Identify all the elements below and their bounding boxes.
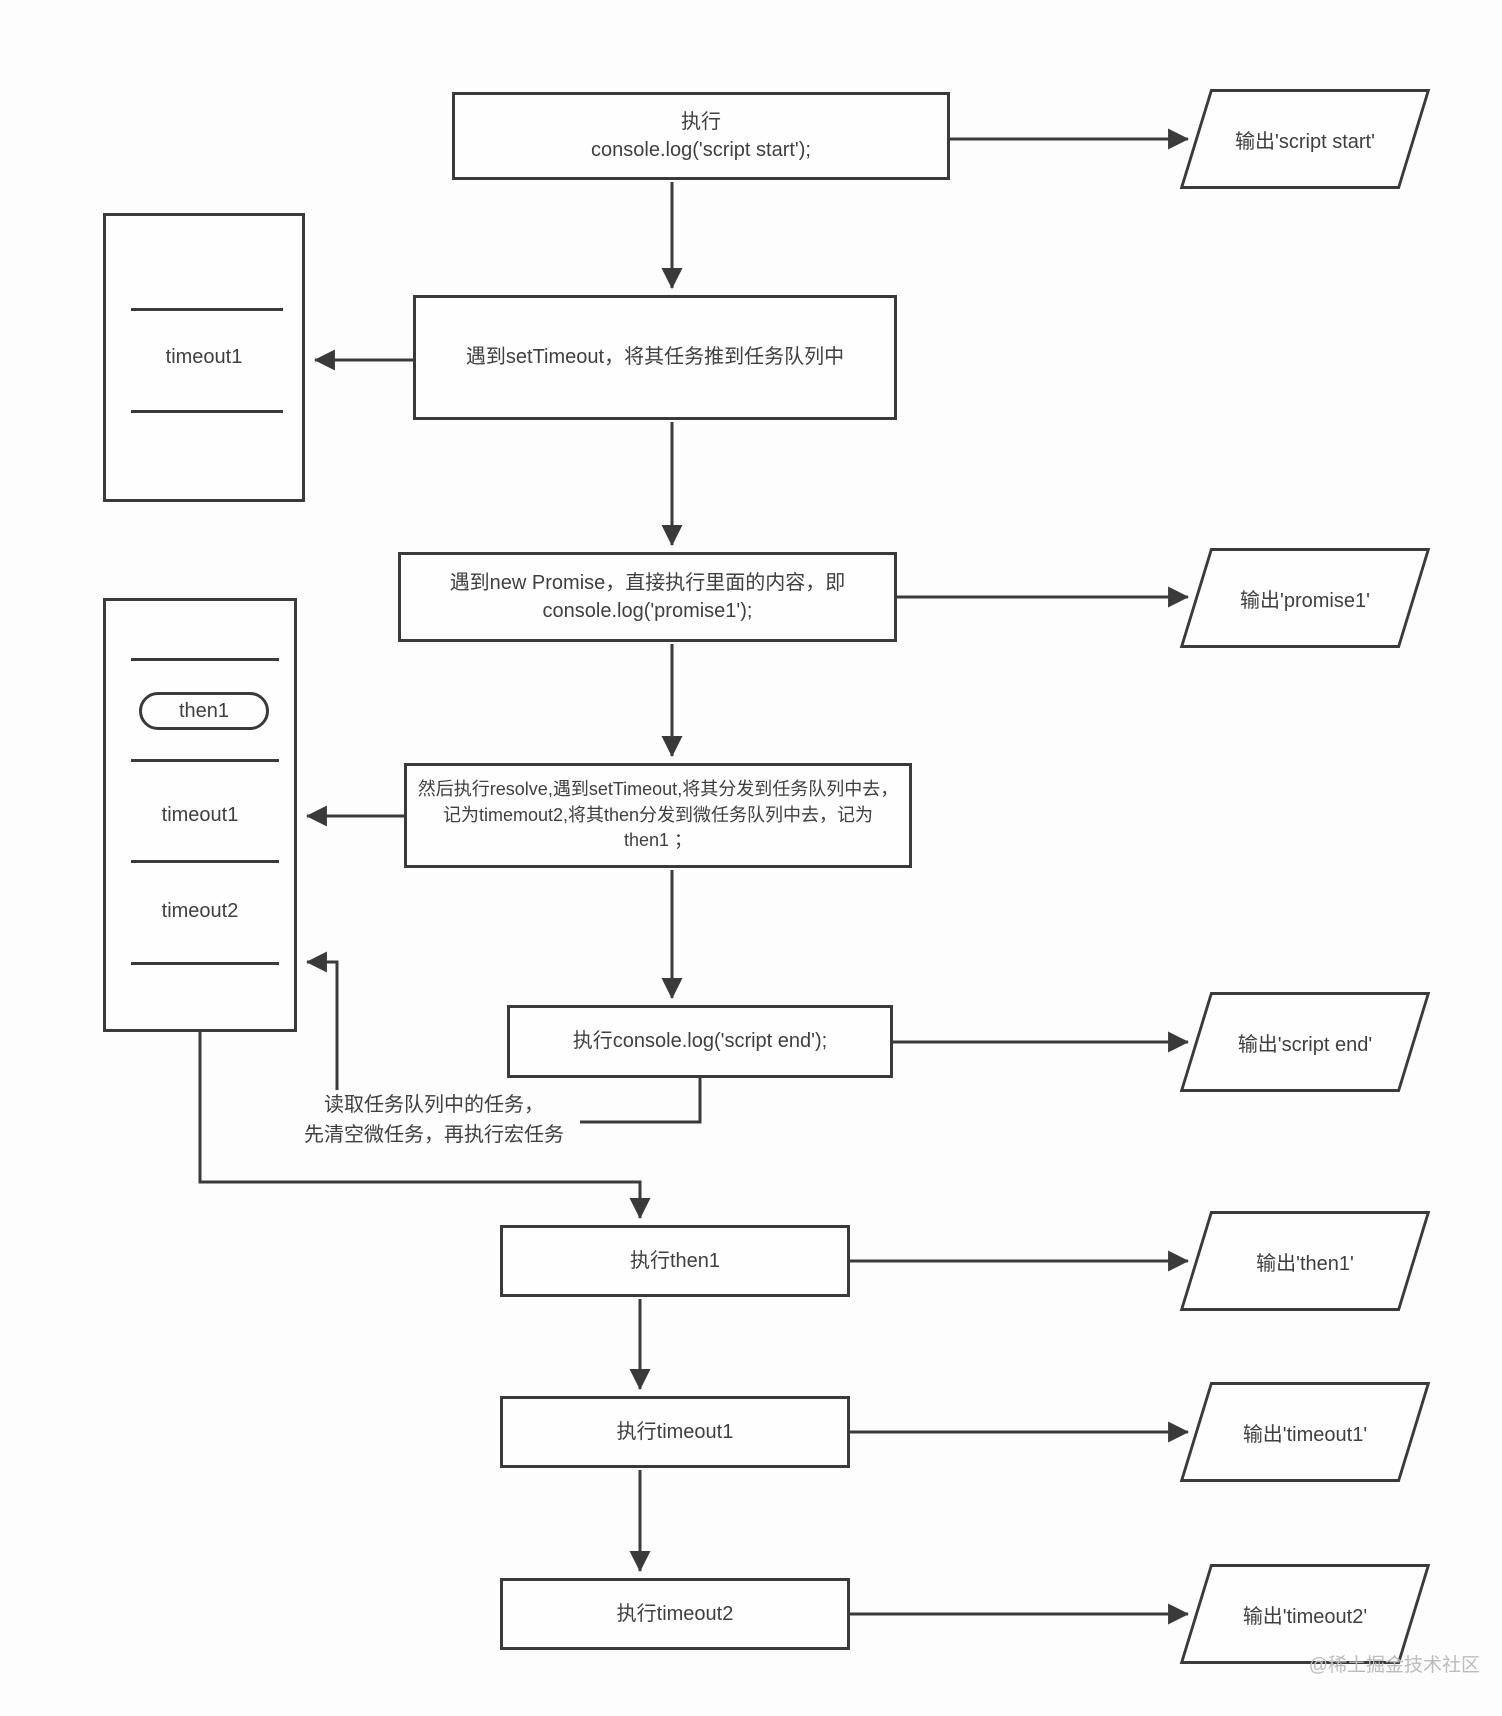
node-run-timeout2-line1: 执行timeout2	[616, 1602, 734, 1625]
output-timeout1-label: 输出'timeout1'	[1242, 1423, 1368, 1446]
task-queue-1: timeout1	[103, 213, 305, 502]
queue2-item-timeout1: timeout1	[161, 804, 239, 826]
node-run-then1: 执行then1	[500, 1225, 850, 1297]
node-promise-line1: 遇到new Promise，直接执行里面的内容，即	[449, 571, 846, 594]
note-line2: 先清空微任务，再执行宏任务	[304, 1124, 564, 1146]
node-run-timeout1-line1: 执行timeout1	[616, 1420, 734, 1443]
node-run-then1-line1: 执行then1	[629, 1249, 721, 1272]
queue1-item-timeout1: timeout1	[165, 346, 243, 368]
node-settimeout-line1: 遇到setTimeout，将其任务推到任务队列中	[465, 346, 845, 369]
node-script-end: 执行console.log('script end');	[507, 1005, 893, 1078]
output-then1-label: 输出'then1'	[1256, 1252, 1354, 1275]
node-script-start-line1: 执行	[681, 110, 721, 133]
arrow-queue2-to-then1-elbow	[198, 1032, 651, 1220]
queue2-divider-2	[131, 759, 279, 762]
node-promise: 遇到new Promise，直接执行里面的内容，即 console.log('p…	[398, 552, 897, 642]
microtask-pill-then1: then1	[139, 692, 269, 730]
queue2-divider-1	[131, 658, 279, 661]
node-script-start-line2: console.log('script start');	[591, 139, 811, 161]
task-queue-2: then1 timeout1 timeout2	[103, 598, 297, 1032]
node-resolve-line3: then1 ；	[623, 830, 693, 851]
output-promise1-label: 输出'promise1'	[1240, 589, 1370, 612]
queue2-divider-3	[131, 860, 279, 863]
node-settimeout: 遇到setTimeout，将其任务推到任务队列中	[413, 295, 897, 420]
node-run-timeout2: 执行timeout2	[500, 1578, 850, 1650]
output-script-start-label: 输出'script start'	[1235, 130, 1375, 153]
node-script-start: 执行 console.log('script start');	[452, 92, 950, 180]
output-script-end-label: 输出'script end'	[1237, 1033, 1373, 1056]
queue1-divider-top	[131, 308, 283, 311]
node-resolve-line2: 记为timemout2,将其then分发到微任务队列中去，记为	[442, 804, 874, 825]
note-read-task-queue: 读取任务队列中的任务， 先清空微任务，再执行宏任务	[288, 1090, 580, 1150]
node-promise-line2: console.log('promise1');	[542, 600, 753, 622]
queue1-divider-bottom	[131, 410, 283, 413]
node-resolve-line1: 然后执行resolve,遇到setTimeout,将其分发到任务队列中去，	[417, 779, 899, 800]
node-script-end-line1: 执行console.log('script end');	[572, 1030, 828, 1053]
watermark: @稀土掘金技术社区	[1308, 1655, 1480, 1676]
node-resolve: 然后执行resolve,遇到setTimeout,将其分发到任务队列中去， 记为…	[404, 763, 912, 868]
queue2-item-timeout2: timeout2	[161, 900, 239, 922]
queue2-divider-4	[131, 962, 279, 965]
output-timeout2-label: 输出'timeout2'	[1242, 1605, 1368, 1628]
note-line1: 读取任务队列中的任务，	[324, 1094, 544, 1116]
node-run-timeout1: 执行timeout1	[500, 1396, 850, 1468]
